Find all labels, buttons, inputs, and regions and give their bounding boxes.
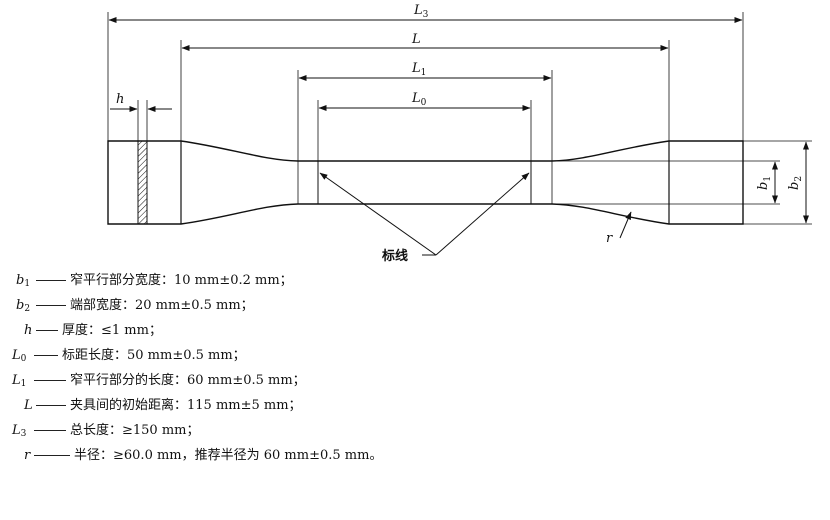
label-b1: b1 (756, 176, 773, 190)
legend-symbol: L3 (12, 423, 27, 439)
legend-symbol: L1 (12, 373, 27, 389)
legend-dash (36, 330, 58, 331)
legend-text: 厚度：≤1 mm； (62, 323, 162, 338)
dim-line-r (619, 211, 632, 239)
legend-text: 窄平行部分的长度：60 mm±0.5 mm； (70, 373, 306, 388)
legend-dash (34, 355, 58, 356)
label-L: L (411, 32, 421, 47)
gauge-mark-callout: 标线 (381, 248, 408, 264)
legend-row: L1 窄平行部分的长度：60 mm±0.5 mm； (8, 368, 768, 393)
legend: b1 窄平行部分宽度：10 mm±0.2 mm； b2 端部宽度：20 mm±0… (8, 268, 768, 468)
specimen-drawing: L3 L L1 L0 h r b1 b2 标线 (107, 3, 812, 264)
callout-leader-left (319, 172, 437, 256)
legend-text: 端部宽度：20 mm±0.5 mm； (70, 298, 254, 313)
legend-dash (34, 430, 66, 431)
legend-symbol: L (24, 398, 33, 413)
label-L3: L3 (413, 3, 429, 20)
legend-row: L 夹具间的初始距离：115 mm±5 mm； (8, 393, 768, 418)
label-h: h (116, 92, 124, 107)
legend-text: 标距长度：50 mm±0.5 mm； (62, 348, 246, 363)
legend-symbol: L0 (12, 348, 27, 364)
legend-text: 半径：≥60.0 mm，推荐半径为 60 mm±0.5 mm。 (74, 448, 383, 463)
legend-text: 总长度：≥150 mm； (70, 423, 200, 438)
label-b2: b2 (787, 176, 804, 190)
legend-dash (36, 405, 66, 406)
legend-dash (34, 380, 66, 381)
label-L1: L1 (411, 61, 426, 78)
legend-row: r 半径：≥60.0 mm，推荐半径为 60 mm±0.5 mm。 (8, 443, 768, 468)
label-L0: L0 (411, 91, 427, 108)
legend-row: b1 窄平行部分宽度：10 mm±0.2 mm； (8, 268, 768, 293)
callout-leader-right (435, 172, 530, 256)
legend-symbol: b2 (16, 298, 31, 314)
legend-row: L3 总长度：≥150 mm； (8, 418, 768, 443)
legend-dash (36, 280, 66, 281)
legend-symbol: h (24, 323, 33, 338)
legend-row: h 厚度：≤1 mm； (8, 318, 768, 343)
legend-text: 夹具间的初始距离：115 mm±5 mm； (70, 398, 302, 413)
legend-text: 窄平行部分宽度：10 mm±0.2 mm； (70, 273, 293, 288)
legend-row: L0 标距长度：50 mm±0.5 mm； (8, 343, 768, 368)
legend-symbol: r (24, 448, 31, 463)
label-r: r (606, 231, 613, 246)
legend-dash (36, 305, 66, 306)
legend-dash (34, 455, 70, 456)
specimen-outline (107, 140, 744, 225)
legend-row: b2 端部宽度：20 mm±0.5 mm； (8, 293, 768, 318)
legend-symbol: b1 (16, 273, 31, 289)
thickness-section (137, 140, 148, 225)
